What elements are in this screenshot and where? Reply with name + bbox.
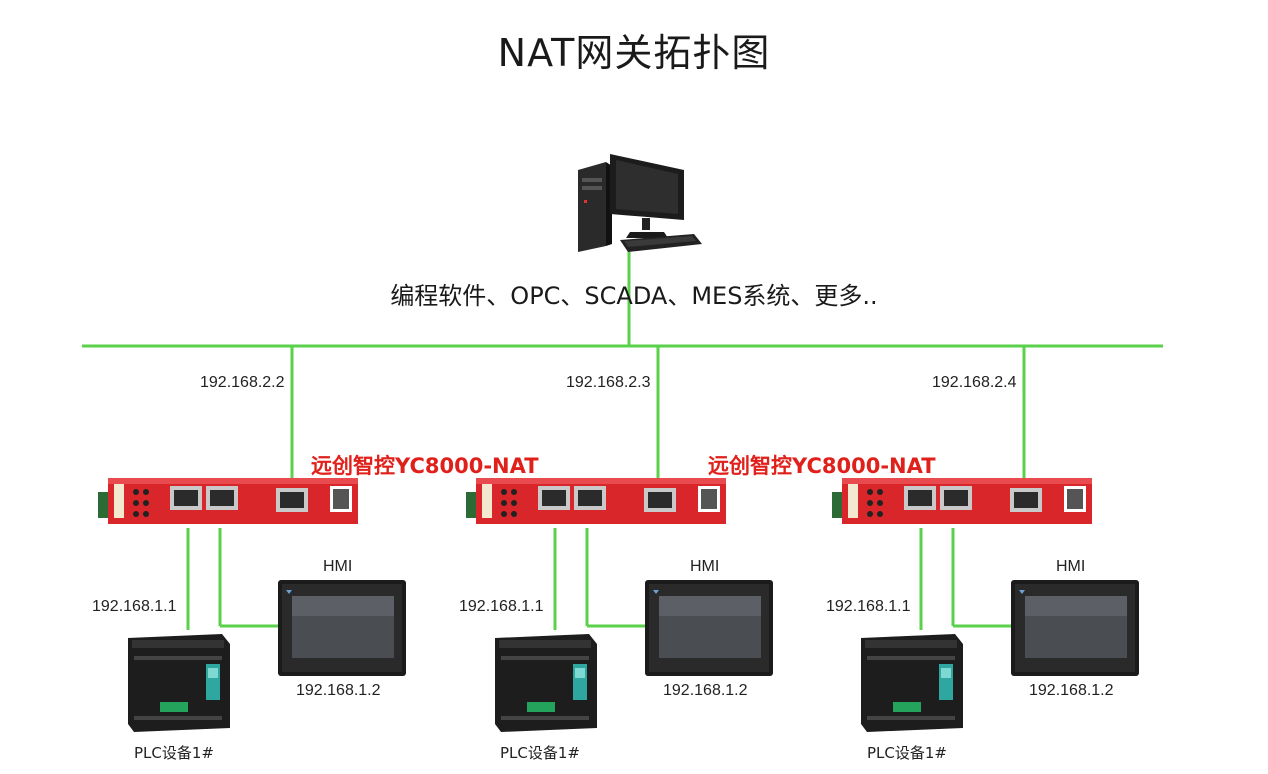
plc-1-icon — [128, 634, 230, 732]
hmi-1-ip: 192.168.1.2 — [296, 682, 381, 699]
pc-icon — [578, 154, 702, 252]
diagram-title: NAT网关拓扑图 — [497, 31, 771, 75]
gateway-1-device — [98, 478, 358, 524]
gateway-2-wan-ip: 192.168.2.3 — [566, 374, 651, 391]
gateway-1-device-label: 远创智控YC8000-NAT — [311, 454, 539, 478]
hmi-2-label: HMI — [690, 558, 720, 575]
gateway-3-wan-ip: 192.168.2.4 — [932, 374, 1017, 391]
gateway-1-wan-ip: 192.168.2.2 — [200, 374, 285, 391]
hmi-2-ip: 192.168.1.2 — [663, 682, 748, 699]
plc-3-label: PLC设备1# — [867, 744, 947, 762]
plc-2-label: PLC设备1# — [500, 744, 580, 762]
plc-3-icon — [861, 634, 963, 732]
pc-caption: 编程软件、OPC、SCADA、MES系统、更多.. — [390, 282, 878, 310]
plc-2-icon — [495, 634, 597, 732]
hmi-1-icon — [278, 580, 406, 676]
hmi-3-label: HMI — [1056, 558, 1086, 575]
hmi-3-ip: 192.168.1.2 — [1029, 682, 1114, 699]
hmi-2-icon — [645, 580, 773, 676]
hmi-1-label: HMI — [323, 558, 353, 575]
plc-1-ip: 192.168.1.1 — [92, 598, 177, 615]
gateway-2-device — [466, 478, 726, 524]
hmi-3-icon — [1011, 580, 1139, 676]
plc-1-label: PLC设备1# — [134, 744, 214, 762]
gateway-2-device-label: 远创智控YC8000-NAT — [708, 454, 936, 478]
gateway-3-device — [832, 478, 1092, 524]
plc-2-ip: 192.168.1.1 — [459, 598, 544, 615]
plc-3-ip: 192.168.1.1 — [826, 598, 911, 615]
